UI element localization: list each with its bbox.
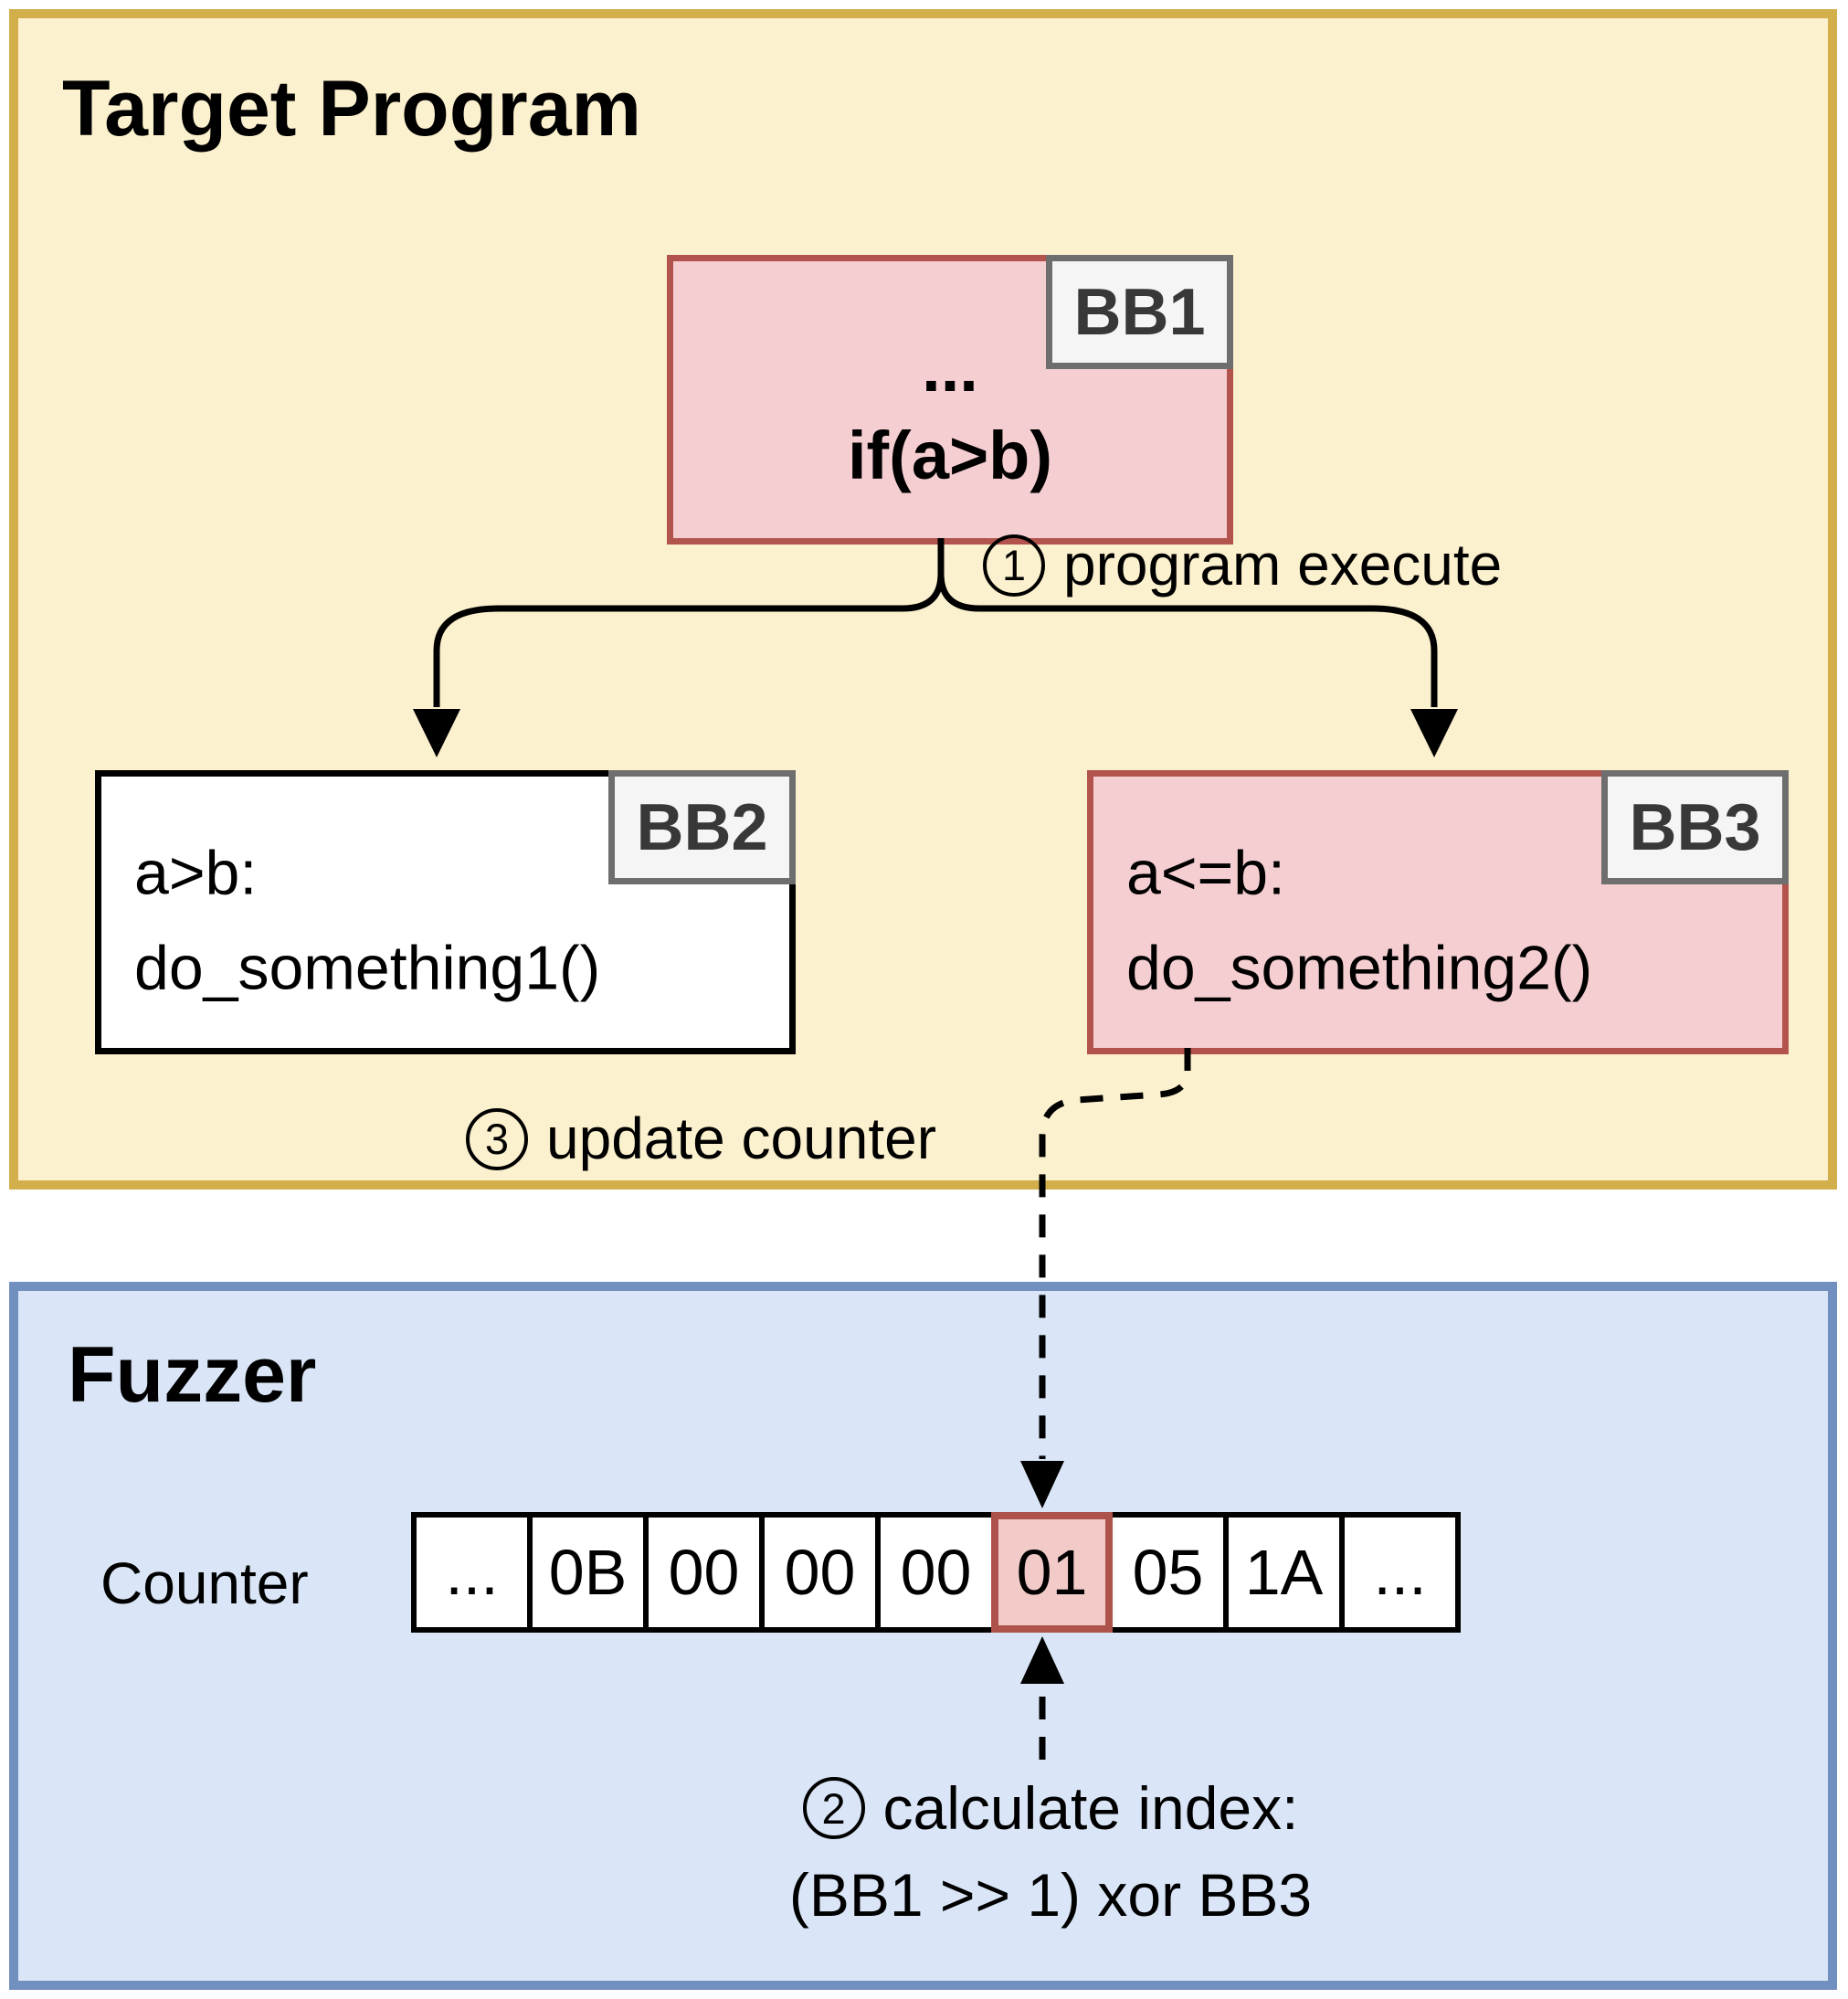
bb3-line-call: do_something2() — [1126, 932, 1593, 1002]
bb1-content: ... if(a>b) — [673, 261, 1227, 538]
counter-cell: 00 — [643, 1512, 765, 1633]
counter-cell: 0B — [527, 1512, 649, 1633]
bb2-tag-label: BB2 — [636, 790, 768, 864]
bb1-line-ellipsis: ... — [922, 329, 978, 406]
step2-line2: (BB1 >> 1) xor BB3 — [502, 1865, 1599, 1925]
step3-circled-number: 3 — [466, 1107, 528, 1170]
step2-circled-number: 2 — [802, 1777, 865, 1839]
counter-label: Counter — [100, 1550, 309, 1616]
step1-label: 1 program execute — [983, 532, 1502, 599]
counter-cell-highlighted: 01 — [991, 1512, 1113, 1633]
bb3-tag-label: BB3 — [1629, 790, 1761, 864]
bb3-content: a<=b: do_something2() — [1126, 825, 1592, 1015]
counter-cell: 00 — [759, 1512, 881, 1633]
bb2-tag: BB2 — [608, 770, 796, 884]
step1-circled-number: 1 — [983, 534, 1045, 597]
counter-cell: ... — [1339, 1512, 1461, 1633]
bb3-tag: BB3 — [1601, 770, 1789, 884]
fuzzer-title: Fuzzer — [68, 1331, 317, 1419]
step2-text: calculate index: — [882, 1774, 1299, 1842]
bb1-tag: BB1 — [1046, 255, 1233, 369]
step3-text: update counter — [546, 1105, 936, 1171]
counter-cell: 00 — [875, 1512, 997, 1633]
target-program-title: Target Program — [62, 65, 641, 153]
step2-line1: 2 calculate index: — [502, 1777, 1599, 1839]
step1-text: program execute — [1063, 532, 1503, 598]
counter-cell: 05 — [1107, 1512, 1229, 1633]
bb2-line-call: do_something1() — [134, 932, 601, 1002]
bb1-block: BB1 ... if(a>b) — [667, 255, 1233, 545]
counter-cell: 1A — [1223, 1512, 1345, 1633]
target-program-section: Target Program BB1 ... if(a>b) 1 program… — [9, 9, 1837, 1190]
bb3-line-condition: a<=b: — [1126, 837, 1285, 907]
bb3-block: BB3 a<=b: do_something2() — [1087, 770, 1789, 1054]
bb1-line-condition: if(a>b) — [847, 417, 1053, 493]
bb2-block: BB2 a>b: do_something1() — [95, 770, 796, 1054]
bb2-line-condition: a>b: — [134, 837, 258, 907]
step2-label: 2 calculate index: (BB1 >> 1) xor BB3 — [502, 1777, 1599, 1925]
counter-cell: ... — [411, 1512, 533, 1633]
step2-formula: (BB1 >> 1) xor BB3 — [788, 1861, 1313, 1929]
bb2-content: a>b: do_something1() — [134, 825, 600, 1015]
bb1-tag-label: BB1 — [1073, 275, 1206, 349]
step3-label: 3 update counter — [466, 1105, 936, 1173]
